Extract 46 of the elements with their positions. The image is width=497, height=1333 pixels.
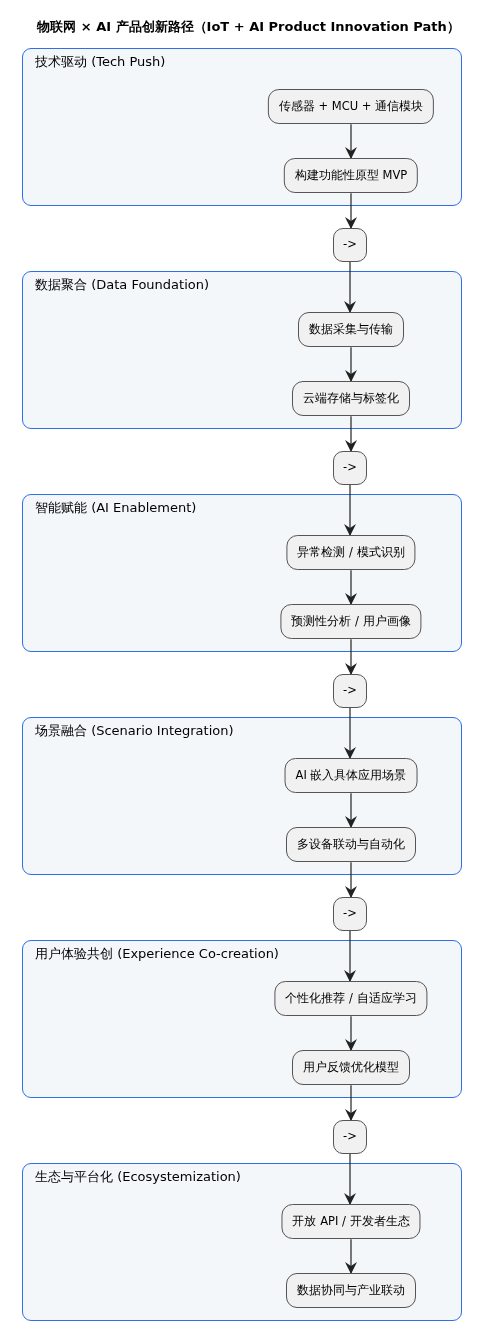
connector-box: -> bbox=[333, 228, 367, 262]
arrow bbox=[345, 1238, 357, 1274]
arrow bbox=[345, 123, 357, 159]
group-box bbox=[22, 271, 462, 429]
arrow bbox=[345, 569, 357, 605]
arrow bbox=[345, 638, 357, 675]
arrow bbox=[345, 346, 357, 382]
activity-box: 开放 API / 开发者生态 bbox=[281, 1204, 421, 1240]
arrow bbox=[344, 930, 356, 982]
activity-box: 个性化推荐 / 自适应学习 bbox=[274, 981, 428, 1017]
group-box bbox=[22, 1163, 462, 1321]
activity-box: 云端存储与标签化 bbox=[292, 381, 410, 417]
group-heading: 智能赋能 (AI Enablement) bbox=[35, 499, 197, 517]
group-box bbox=[22, 717, 462, 875]
activity-box: 多设备联动与自动化 bbox=[286, 827, 416, 863]
activity-box: 异常检测 / 模式识别 bbox=[286, 535, 416, 571]
activity-box: 传感器 + MCU + 通信模块 bbox=[267, 89, 435, 125]
arrow bbox=[345, 861, 357, 898]
arrow bbox=[344, 261, 356, 313]
arrow bbox=[345, 1015, 357, 1051]
activity-box: 用户反馈优化模型 bbox=[292, 1050, 410, 1086]
arrow bbox=[345, 415, 357, 452]
arrow bbox=[345, 1084, 357, 1121]
connector-box: -> bbox=[333, 451, 367, 485]
group-heading: 用户体验共创 (Experience Co-creation) bbox=[35, 945, 279, 963]
group-box bbox=[22, 494, 462, 652]
group-heading: 场景融合 (Scenario Integration) bbox=[35, 722, 234, 740]
activity-box: 数据协同与产业联动 bbox=[286, 1273, 416, 1309]
arrow bbox=[344, 1153, 356, 1205]
group-box bbox=[22, 940, 462, 1098]
connector-box: -> bbox=[333, 1120, 367, 1154]
arrow bbox=[345, 192, 357, 229]
arrow bbox=[344, 484, 356, 536]
connector-box: -> bbox=[333, 674, 367, 708]
activity-box: AI 嵌入具体应用场景 bbox=[284, 758, 418, 794]
group-heading: 技术驱动 (Tech Push) bbox=[35, 53, 166, 71]
connector-box: -> bbox=[333, 897, 367, 931]
activity-box: 数据采集与传输 bbox=[298, 312, 404, 348]
diagram-title: 物联网 × AI 产品创新路径（IoT + AI Product Innovation Path） bbox=[36, 18, 461, 36]
arrow bbox=[344, 707, 356, 759]
group-box bbox=[22, 48, 462, 206]
group-heading: 数据聚合 (Data Foundation) bbox=[35, 276, 209, 294]
activity-box: 构建功能性原型 MVP bbox=[283, 158, 419, 194]
group-heading: 生态与平台化 (Ecosystemization) bbox=[35, 1168, 241, 1186]
activity-box: 预测性分析 / 用户画像 bbox=[280, 604, 422, 640]
arrow bbox=[345, 792, 357, 828]
